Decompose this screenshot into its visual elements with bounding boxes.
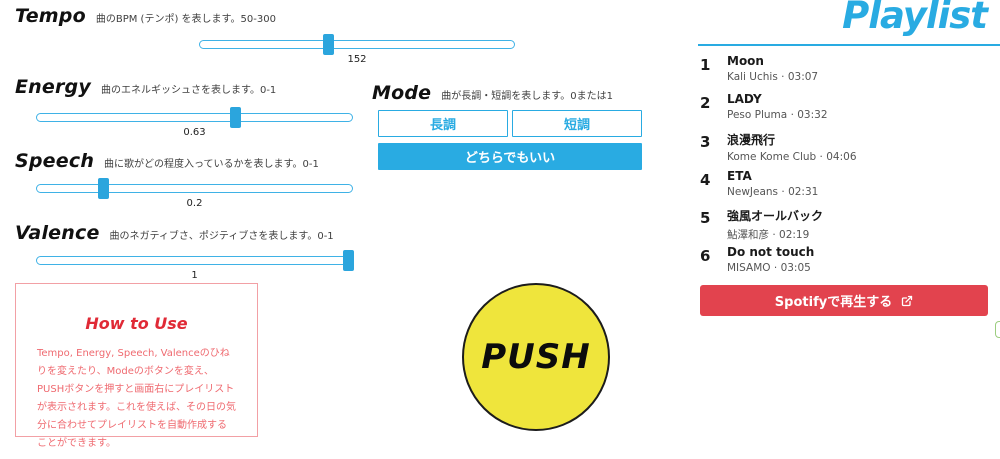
energy-description: 曲のエネルギッシュさを表します。0-1 [100, 85, 277, 96]
playlist-divider [698, 44, 1000, 46]
track-title: 浪漫飛行 [727, 132, 776, 147]
tempo-slider-track[interactable] [199, 34, 515, 55]
track-title: 強風オールバック [727, 209, 824, 224]
tempo-slider-value: 152 [347, 54, 367, 65]
edge-clipped-button[interactable] [995, 321, 1000, 338]
spotify-play-label: Spotifyで再生する [774, 295, 893, 310]
speech-slider-handle[interactable] [97, 178, 109, 199]
energy-slider-handle[interactable] [230, 107, 242, 128]
how-to-use-panel: How to Use Tempo, Energy, Speech, Valenc… [15, 283, 258, 449]
track-number: 6 [700, 247, 711, 266]
mode-title: Mode [372, 82, 432, 104]
tempo-description: 曲のBPM (テンポ) を表します。50-300 [95, 14, 276, 25]
track-meta: 鮎澤和彦 · 02:19 [727, 227, 823, 242]
valence-section-header: Valence 曲のネガティブさ、ポジティブさを表します。0-1 [15, 222, 334, 244]
push-button-label: PUSH [481, 337, 591, 377]
playlist-track-row: 3 浪漫飛行 Kome Kome Club · 04:06 [700, 129, 987, 167]
how-to-use-title: How to Use [85, 314, 188, 333]
track-artist: MISAMO [727, 262, 771, 275]
meta-separator: · [772, 229, 776, 242]
track-artist: Peso Pluma [727, 109, 788, 122]
meta-separator: · [819, 150, 823, 163]
playlist-track-list: 1 Moon Kali Uchis · 03:07 2 LADY Peso Pl… [700, 52, 987, 282]
how-to-use-body: Tempo, Energy, Speech, Valenceのひねりを変えたり、… [37, 348, 236, 449]
track-title: ETA [727, 168, 752, 183]
tempo-title: Tempo [15, 5, 86, 27]
energy-section-header: Energy 曲のエネルギッシュさを表します。0-1 [15, 76, 276, 98]
track-meta: Kome Kome Club · 04:06 [727, 151, 857, 163]
track-number: 1 [700, 56, 711, 74]
spotify-play-button[interactable]: Spotifyで再生する [700, 285, 988, 316]
playlist-track-row: 6 Do not touch MISAMO · 03:05 [700, 243, 987, 281]
track-artist: Kome Kome Club [727, 150, 817, 163]
track-meta: Peso Pluma · 03:32 [727, 109, 828, 121]
speech-section-header: Speech 曲に歌がどの程度入っているかを表します。0-1 [15, 150, 319, 172]
track-number: 3 [700, 132, 711, 151]
tempo-section-header: Tempo 曲のBPM (テンポ) を表します。50-300 [15, 5, 276, 27]
track-number: 5 [700, 209, 711, 228]
track-duration: 02:19 [779, 229, 810, 242]
mode-section-header: Mode 曲が長調・短調を表します。0または1 [372, 82, 613, 104]
track-duration: 04:06 [826, 150, 857, 163]
energy-slider-value: 0.63 [183, 127, 206, 138]
speech-title: Speech [15, 150, 95, 172]
meta-separator: · [773, 262, 778, 275]
track-duration: 03:07 [787, 71, 819, 83]
meta-separator: · [781, 185, 785, 198]
mode-description: 曲が長調・短調を表します。0または1 [441, 91, 613, 102]
mode-either-button[interactable]: どちらでもいい [378, 143, 642, 170]
playlist-track-row: 2 LADY Peso Pluma · 03:32 [700, 90, 987, 128]
track-duration: 03:32 [797, 109, 828, 122]
track-artist: Kali Uchis [727, 71, 778, 83]
valence-description: 曲のネガティブさ、ポジティブさを表します。0-1 [109, 231, 334, 242]
track-meta: NewJeans · 02:31 [727, 186, 818, 198]
energy-slider-track[interactable] [36, 107, 353, 128]
push-button[interactable]: PUSH [462, 283, 610, 431]
track-number: 2 [700, 94, 711, 113]
meta-separator: · [781, 71, 785, 83]
valence-slider-track[interactable] [36, 250, 354, 271]
meta-separator: · [790, 109, 794, 122]
track-title: Do not touch [727, 245, 815, 260]
track-artist: NewJeans [727, 185, 779, 198]
playlist-track-row: 5 強風オールバック 鮎澤和彦 · 02:19 [700, 205, 987, 243]
track-duration: 02:31 [788, 185, 819, 198]
valence-title: Valence [15, 222, 100, 244]
tempo-slider-handle[interactable] [323, 34, 335, 55]
playlist-title: Playlist [842, 0, 988, 37]
track-meta: Kali Uchis · 03:07 [727, 71, 818, 83]
external-link-icon [902, 295, 913, 306]
valence-slider-handle[interactable] [343, 250, 354, 271]
speech-slider-value: 0.2 [186, 198, 203, 209]
mode-major-button[interactable]: 長調 [378, 110, 508, 137]
playlist-track-row: 1 Moon Kali Uchis · 03:07 [700, 52, 987, 90]
track-duration: 03:05 [780, 262, 811, 275]
speech-description: 曲に歌がどの程度入っているかを表します。0-1 [104, 159, 319, 170]
mode-minor-button[interactable]: 短調 [512, 110, 642, 137]
track-title: LADY [727, 92, 762, 107]
track-artist: 鮎澤和彦 [727, 229, 769, 242]
energy-title: Energy [15, 76, 91, 98]
track-title: Moon [727, 54, 764, 68]
track-number: 4 [700, 170, 711, 189]
playlist-track-row: 4 ETA NewJeans · 02:31 [700, 167, 987, 205]
speech-slider-track[interactable] [36, 178, 353, 199]
track-meta: MISAMO · 03:05 [727, 262, 814, 274]
valence-slider-value: 1 [191, 270, 198, 281]
